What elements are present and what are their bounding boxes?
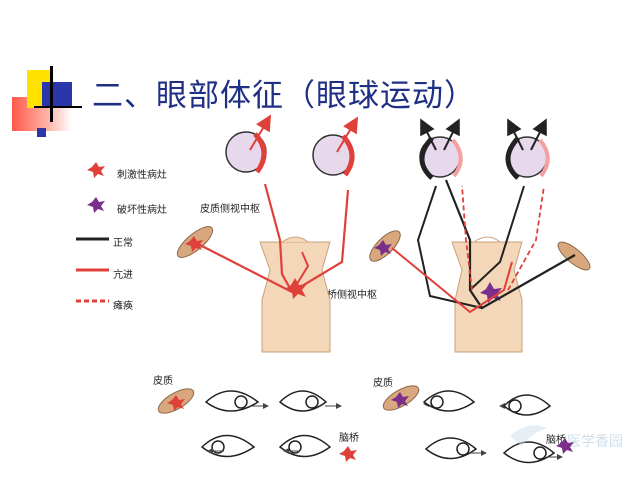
legend-destructive-label: 破坏性病灶 — [117, 205, 167, 216]
bottom-right-cortex-label: 皮质 — [373, 378, 393, 389]
bottom-left-eye-2 — [278, 390, 328, 412]
right-eye-left — [419, 136, 463, 180]
legend-hyper-label: 亢进 — [113, 270, 133, 281]
right-eye-left-arrow-right — [443, 118, 460, 151]
right-eye-left-arrow-left — [420, 118, 437, 151]
cortex-gaze-center-label: 皮质侧视中枢 — [200, 204, 260, 215]
right-eye-right-arrow-right — [530, 118, 547, 151]
right-hyper-path — [391, 247, 513, 314]
right-normal-path-3 — [469, 185, 525, 291]
left-eye-left — [225, 131, 267, 174]
left-cortex-lesion — [176, 226, 214, 258]
right-pons-lesion-icon — [480, 282, 502, 303]
watermark-text: 医学香园 — [567, 434, 623, 450]
bottom-right-cortex-lesion — [382, 385, 420, 411]
bottom-right-eye-2 — [502, 394, 552, 416]
legend-normal-label: 正常 — [113, 238, 133, 249]
bottom-right-eye-4 — [502, 441, 556, 464]
pons-gaze-center-label: 脑桥侧视中枢 — [317, 290, 377, 301]
right-cortex-lesion-left — [369, 230, 401, 262]
legend-irritative-label: 刺激性病灶 — [117, 170, 167, 181]
bottom-right-eye-3 — [424, 437, 478, 460]
watermark-logo-icon — [510, 425, 548, 446]
bottom-left-pons-label: 脑桥 — [339, 433, 359, 444]
left-eye-right-arrow — [336, 116, 359, 153]
left-eye-left-arrow — [249, 114, 272, 151]
bottom-right-eye-1 — [422, 390, 476, 412]
right-paralysis-path-2 — [507, 185, 545, 291]
right-eye-right — [505, 136, 550, 180]
bottom-left-eye-3 — [200, 434, 256, 458]
bottom-right-pons-label: 脑桥 — [546, 435, 566, 446]
right-eye-right-arrow-left — [507, 118, 524, 151]
title-decoration-vline — [50, 66, 53, 122]
legend-irritative-icon — [87, 162, 105, 178]
bottom-left-eye-1 — [204, 390, 260, 412]
title-decoration-square — [37, 128, 46, 137]
bottom-left-pons-lesion — [339, 446, 357, 462]
left-eye-right — [312, 134, 355, 177]
left-hyper-path-2 — [291, 189, 350, 293]
title-decoration-hline — [34, 106, 82, 108]
bottom-left-eye-4 — [278, 434, 332, 458]
slide-title: 二、眼部体征（眼球运动） — [92, 78, 476, 114]
title-decoration-blue — [42, 82, 72, 106]
left-hyper-path-3 — [291, 251, 310, 293]
right-paralysis-path-1 — [461, 185, 473, 291]
bottom-left-cortex-label: 皮质 — [153, 376, 173, 387]
legend-destructive-icon — [87, 197, 105, 213]
right-normal-path-2 — [416, 185, 483, 309]
left-hyper-path-1 — [197, 183, 295, 295]
bottom-left-cortex-lesion — [157, 388, 195, 414]
legend-paralysis-label: 瘫痪 — [113, 301, 133, 312]
bottom-right-pons-lesion — [556, 438, 574, 454]
